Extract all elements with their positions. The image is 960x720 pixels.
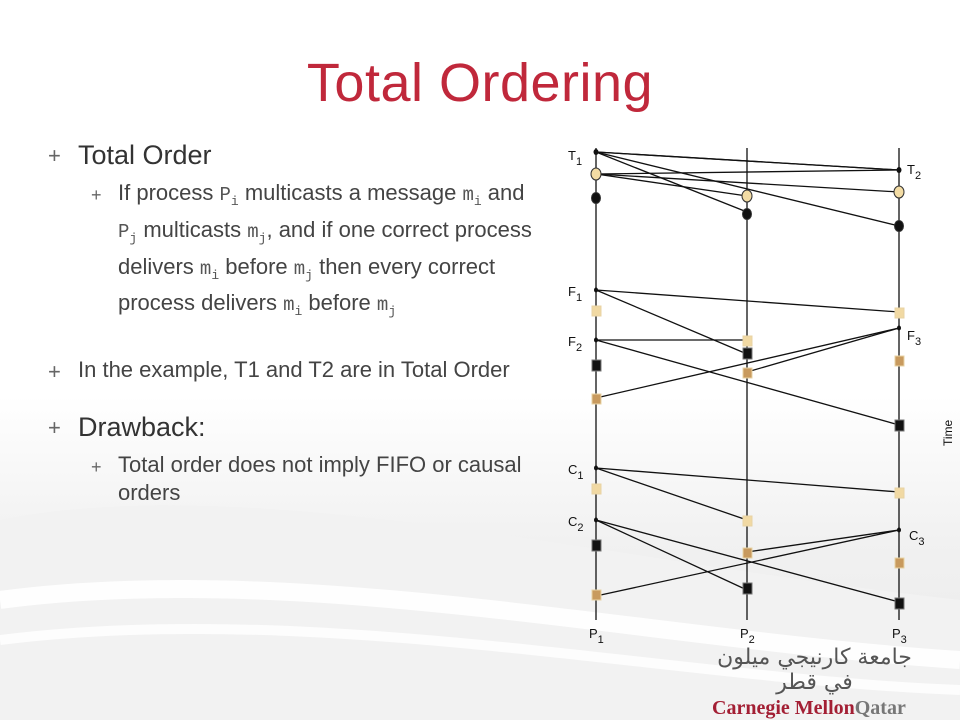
label-t1: T1 — [568, 148, 582, 168]
send-point-f3 — [897, 325, 901, 331]
label-f1: F1 — [568, 284, 582, 304]
marker-c3-p2 — [742, 547, 753, 559]
message-f1-to-p2 — [595, 289, 748, 355]
message-c1-to-p2 — [595, 467, 748, 521]
send-point-c3 — [897, 527, 901, 533]
label-p3: P3 — [892, 626, 907, 646]
send-point-c1 — [594, 465, 598, 471]
message-c2-to-p2 — [595, 519, 748, 591]
label-p2: P2 — [740, 626, 755, 646]
message-f1-to-p3 — [595, 289, 900, 313]
message-f3-to-p1 — [595, 327, 900, 399]
bullet-text: Total Order — [78, 140, 212, 170]
bullet-plus-icon: + — [48, 143, 61, 168]
marker-c2-p1 — [591, 539, 602, 552]
marker-f2-p3 — [894, 419, 905, 432]
message-c1-to-p3 — [595, 467, 900, 493]
deliver-t1-p2 — [741, 189, 753, 203]
bullet-text: In the example, T1 and T2 are in Total O… — [78, 357, 510, 383]
message-c3-to-p1 — [595, 529, 900, 597]
deliver-t2-p1 — [590, 167, 602, 181]
label-c2: C2 — [568, 514, 584, 534]
marker-c2-p2 — [742, 582, 753, 595]
message-f2-to-p3 — [595, 339, 900, 426]
label-c3: C3 — [909, 528, 925, 548]
message-c2-to-p3 — [595, 519, 900, 603]
slide-content: + Total Order + If process Pi multicasts… — [48, 140, 548, 507]
bullet-plus-icon: + — [91, 185, 102, 205]
marker-f1-p3 — [894, 307, 905, 319]
cmu-qatar-logo: جامعة كارنيجي ميلون في قطر Carnegie Mell… — [712, 645, 917, 720]
bullet-plus-icon: + — [48, 359, 61, 385]
bullet-text: Drawback: — [78, 412, 206, 443]
label-c1: C1 — [568, 462, 584, 482]
time-axis-label: Time — [941, 419, 955, 446]
send-point-c2 — [594, 517, 598, 523]
marker-c1-p3 — [894, 487, 905, 499]
bullet-example: + In the example, T1 and T2 are in Total… — [48, 356, 548, 384]
message-t1-to-p2 — [595, 151, 748, 213]
marker-c3-p1 — [591, 589, 602, 601]
message-t2-to-p3 — [595, 173, 900, 193]
marker-c1-p1 — [591, 483, 602, 495]
logo-english-text: Carnegie MellonQatar — [712, 697, 906, 719]
marker-f1-p2 — [742, 335, 753, 347]
message-t2-loop — [595, 173, 748, 197]
message-t1-to-p3 — [595, 151, 900, 227]
marker-c3-p3 — [894, 557, 905, 569]
bullet-drawback-detail: + Total order does not imply FIFO or cau… — [91, 452, 522, 506]
logo-arabic-text: جامعة كارنيجي ميلون في قطر — [717, 645, 912, 695]
send-point-f2 — [594, 337, 598, 343]
deliver-t1-p1 — [591, 192, 601, 204]
send-point-t1 — [593, 149, 599, 155]
deliver-t2-p2 — [742, 208, 752, 220]
page-title: Total Ordering — [306, 53, 654, 113]
send-point-t2 — [896, 167, 902, 173]
marker-f1-p1 — [591, 305, 602, 317]
marker-c2-p3 — [894, 597, 905, 610]
send-point-f1 — [594, 287, 598, 293]
total-ordering-diagram: T1 T2 F1 F2 F3 C1 C2 C3 P1 P2 P3 Time — [568, 148, 955, 646]
bullet-total-order: + Total Order — [48, 140, 548, 171]
bullet-definition: + If process Pi multicasts a message mi … — [91, 180, 532, 320]
bullet-plus-icon: + — [91, 457, 102, 478]
marker-f2-p2 — [742, 347, 753, 360]
deliver-t1-p3 — [894, 220, 904, 232]
marker-f3-p2 — [742, 367, 753, 379]
message-t1-cross — [595, 151, 900, 171]
label-t2: T2 — [907, 162, 921, 182]
bullet-drawback: + Drawback: — [48, 412, 548, 443]
marker-c1-p2 — [742, 515, 753, 527]
message-f3-to-p2 — [746, 327, 900, 373]
label-p1: P1 — [589, 626, 604, 646]
deliver-t2-p3 — [893, 185, 905, 199]
bullet-plus-icon: + — [48, 415, 61, 441]
marker-f3-p1 — [591, 393, 602, 405]
marker-f3-p3 — [894, 355, 905, 367]
message-t2-to-p1 — [595, 169, 900, 175]
label-f3: F3 — [907, 328, 921, 348]
marker-f2-p1 — [591, 359, 602, 372]
label-f2: F2 — [568, 334, 582, 354]
message-c3-to-p2 — [746, 529, 900, 553]
